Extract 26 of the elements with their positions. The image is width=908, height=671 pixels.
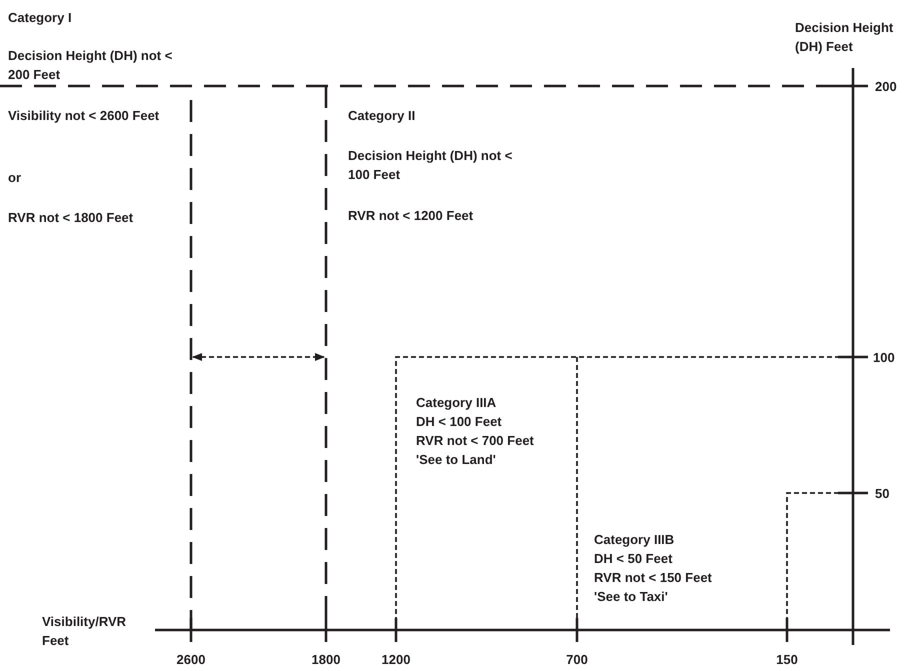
- tick-label: 100: [873, 349, 895, 367]
- tick-label: 50: [875, 485, 890, 503]
- threshold-text: Visibility not < 2600 Feet: [8, 107, 160, 125]
- axis-title: Visibility/RVR Feet: [42, 613, 128, 650]
- tick-label: 700: [565, 651, 589, 669]
- connector-word: or: [8, 169, 21, 187]
- note-text: 'See to Taxi': [594, 588, 668, 606]
- tick-label: 150: [775, 651, 799, 669]
- threshold-text: RVR not < 700 Feet: [416, 432, 534, 450]
- note-text: 'See to Land': [416, 451, 496, 469]
- category-title: Category II: [348, 107, 416, 125]
- threshold-text: RVR not < 1800 Feet: [8, 209, 134, 227]
- category-title: Category IIIA: [416, 394, 496, 412]
- category-title: Category I: [8, 9, 72, 27]
- axis-title: Decision Height (DH) Feet: [795, 19, 894, 56]
- tick-label: 200: [875, 78, 897, 96]
- threshold-text: DH < 50 Feet: [594, 550, 672, 568]
- tick-label: 1800: [310, 651, 342, 669]
- threshold-text: Decision Height (DH) not < 200 Feet: [8, 47, 174, 84]
- category-title: Category IIIB: [594, 531, 674, 549]
- threshold-text: Decision Height (DH) not < 100 Feet: [348, 147, 514, 184]
- tick-label: 2600: [176, 651, 206, 669]
- threshold-text: RVR not < 150 Feet: [594, 569, 712, 587]
- threshold-text: DH < 100 Feet: [416, 413, 502, 431]
- tick-label: 1200: [380, 651, 412, 669]
- threshold-text: RVR not < 1200 Feet: [348, 207, 474, 225]
